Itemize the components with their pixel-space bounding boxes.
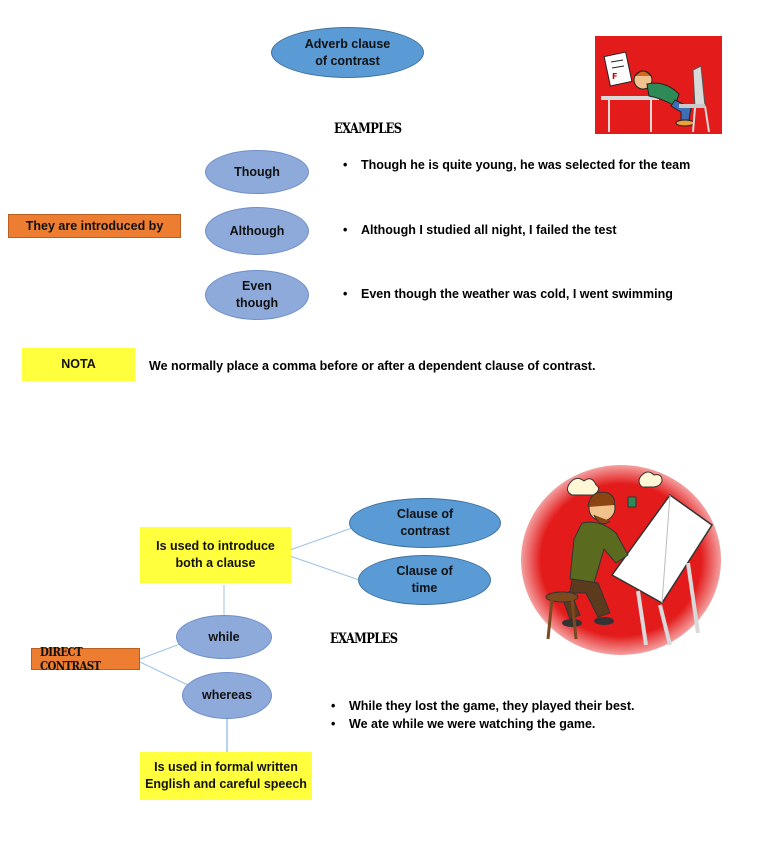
direct-contrast-label: DIRECT CONTRAST: [31, 645, 140, 673]
clause-contrast-line1: Clause of: [396, 507, 454, 522]
examples-heading-top: EXAMPLES: [334, 121, 402, 137]
title-line1: Adverb clause: [304, 36, 391, 51]
connector-though-label: Though: [234, 164, 280, 179]
example-top-3: •Even though the weather was cold, I wen…: [343, 287, 673, 301]
connector-though: Though: [205, 150, 309, 194]
clause-of-contrast-ellipse: Clause of contrast: [349, 498, 501, 548]
examples-heading-bottom: EXAMPLES: [330, 631, 398, 647]
connector-even-though: Even though: [205, 270, 309, 320]
whereas-label: whereas: [201, 688, 253, 703]
connector-even-line2: though: [235, 296, 279, 310]
while-ellipse: while: [176, 615, 272, 659]
clause-time-line1: Clause of: [396, 564, 453, 579]
example-top-1-text: Though he is quite young, he was selecte…: [361, 158, 691, 172]
connector-although: Although: [205, 207, 309, 255]
example-bottom-1-text: While they lost the game, they played th…: [349, 699, 635, 713]
clause-time-line2: time: [411, 581, 438, 595]
use-box-line1: Is used to introduce: [156, 538, 275, 553]
use-box-line2: both a clause: [175, 556, 256, 570]
example-top-1: •Though he is quite young, he was select…: [343, 158, 691, 172]
formal-usage-box: Is used in formal written English and ca…: [140, 752, 312, 800]
direct-contrast-text: DIRECT CONTRAST: [40, 645, 101, 673]
svg-text:F: F: [612, 72, 617, 81]
nota-text: We normally place a comma before or afte…: [149, 359, 596, 373]
clause-of-time-ellipse: Clause of time: [358, 555, 491, 605]
example-top-2: •Although I studied all night, I failed …: [343, 223, 617, 237]
example-bottom-2-text: We ate while we were watching the game.: [349, 717, 596, 731]
example-top-2-text: Although I studied all night, I failed t…: [361, 223, 617, 237]
title-ellipse: Adverb clause of contrast: [271, 27, 424, 78]
introduced-by-label: They are introduced by: [8, 214, 181, 238]
whereas-ellipse: whereas: [182, 672, 272, 719]
example-top-3-text: Even though the weather was cold, I went…: [361, 287, 673, 301]
tired-student-illustration: F: [595, 36, 722, 134]
connector-although-label: Although: [229, 223, 285, 238]
formal-box-line2: English and careful speech: [145, 777, 307, 791]
bottom-examples-list: •While they lost the game, they played t…: [331, 699, 634, 735]
formal-box-line1: Is used in formal written: [154, 759, 298, 774]
nota-label: NOTA: [22, 348, 135, 381]
use-box: Is used to introduce both a clause: [140, 527, 291, 583]
while-label: while: [208, 629, 240, 644]
connector-even-line1: Even: [242, 279, 272, 294]
list-item: •While they lost the game, they played t…: [331, 699, 635, 713]
title-line2: of contrast: [315, 53, 380, 68]
drafting-student-illustration: [520, 463, 723, 658]
clause-contrast-line2: contrast: [400, 524, 450, 538]
list-item: •We ate while we were watching the game.: [331, 717, 596, 731]
